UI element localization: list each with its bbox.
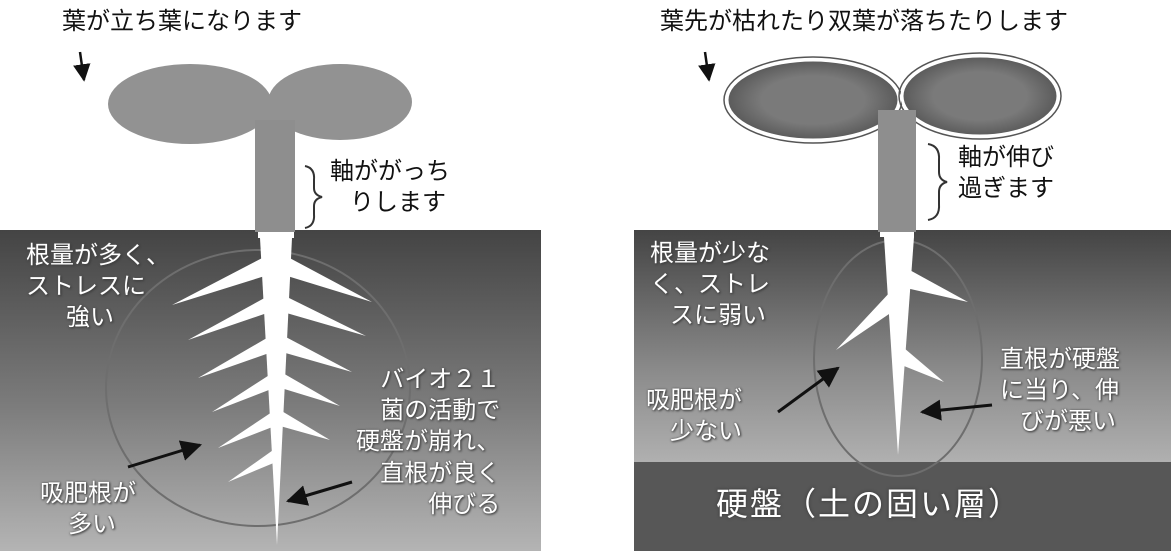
right-leaf-right-rim — [898, 52, 1062, 140]
left-feeder-note-line2: 多い — [68, 510, 116, 539]
left-stem — [255, 120, 295, 232]
right-root-note-line3: スに弱い — [670, 301, 766, 330]
left-feeder-note: 吸肥根が 多い — [40, 478, 136, 540]
right-feeder-note-line1: 吸肥根が — [646, 386, 742, 414]
left-top-caption: 葉が立ち葉になります — [62, 7, 302, 35]
right-stem-note-line1: 軸が伸び — [958, 143, 1054, 171]
left-bio-note: バイオ２１ 菌の活動で 硬盤が崩れ、 直根が良く 伸びる — [356, 364, 500, 520]
right-taproot-note-line3: びが悪い — [1020, 407, 1116, 436]
right-taproot-arrow — [919, 399, 993, 421]
right-root-note: 根量が少な く、ストレ スに弱い — [650, 238, 770, 332]
left-leaf-right — [268, 64, 412, 140]
right-feeder-arrow — [777, 366, 840, 414]
left-bio-note-line5: 伸びる — [428, 489, 501, 518]
left-lateral-roots — [172, 255, 372, 482]
left-root-zone — [105, 249, 411, 527]
left-taproot — [260, 238, 292, 545]
left-feeder-note-line1: 吸肥根が — [40, 479, 136, 507]
left-bio-note-line1: バイオ２１ — [380, 365, 501, 393]
right-leaf-right — [900, 54, 1060, 138]
right-taproot-note-line2: に当り、伸 — [1000, 376, 1120, 405]
left-root-note-line2: ストレスに — [26, 272, 146, 301]
left-bio-note-line4: 直根が良く — [380, 458, 501, 487]
right-lateral-roots — [836, 268, 968, 382]
left-root-note-line3: 強い — [66, 303, 114, 332]
right-leaf-left — [725, 58, 901, 142]
left-root-note-line1: 根量が多く、 — [26, 241, 170, 269]
right-feeder-note-line2: 少ない — [670, 417, 742, 446]
right-stem — [878, 110, 916, 232]
left-caption-arrow — [73, 51, 91, 82]
left-stem-note-line2: りします — [350, 188, 446, 217]
left-bio-note-line3: 硬盤が崩れ、 — [356, 427, 501, 456]
right-root-note-line1: 根量が少な — [650, 239, 770, 267]
right-taproot-note: 直根が硬盤 に当り、伸 びが悪い — [1000, 344, 1120, 438]
right-stem-note: 軸が伸び 過ぎます — [958, 142, 1054, 204]
hardpan-label: 硬盤（土の固い層） — [716, 485, 1023, 523]
right-feeder-note: 吸肥根が 少ない — [646, 385, 742, 447]
right-panel — [634, 51, 1171, 551]
right-root-note-line2: く、ストレ — [650, 270, 770, 299]
left-feeder-arrow — [127, 440, 203, 469]
left-panel — [0, 51, 541, 551]
right-taproot-note-line1: 直根が硬盤 — [1000, 345, 1120, 373]
right-brace — [927, 143, 948, 221]
right-caption-arrow — [698, 51, 716, 82]
left-stem-note-line1: 軸ががっち — [330, 157, 450, 185]
left-bio-note-line2: 菌の活動で — [380, 396, 501, 425]
right-stem-note-line2: 過ぎます — [958, 174, 1054, 203]
right-top-caption: 葉先が枯れたり双葉が落ちたりします — [660, 7, 1068, 35]
left-root-note: 根量が多く、 ストレスに 強い — [26, 240, 170, 334]
left-bio-arrow — [285, 480, 353, 506]
left-stem-note: 軸ががっち りします — [330, 156, 450, 218]
left-brace — [304, 165, 323, 229]
left-leaf-left — [108, 64, 272, 144]
